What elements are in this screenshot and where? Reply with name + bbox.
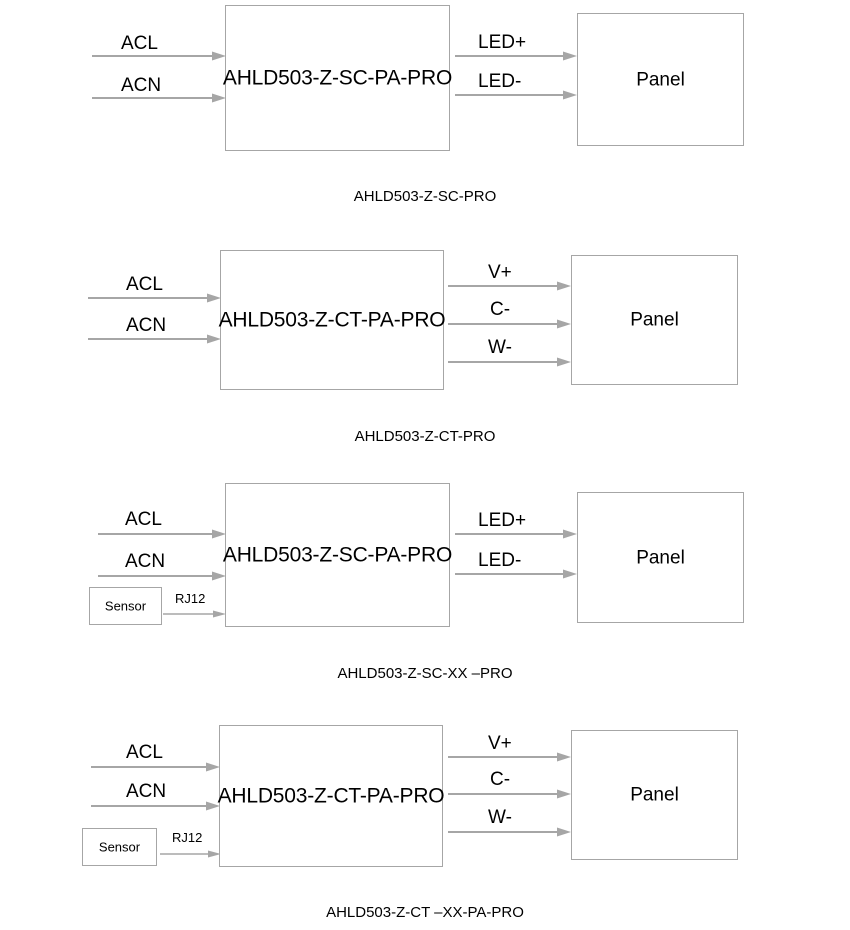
input-label-acl-4: ACL — [126, 742, 163, 763]
output-label-vplus-2: V+ — [488, 262, 512, 283]
output-label-ledplus-3: LED+ — [478, 510, 527, 531]
sensor-box-label-3: Sensor — [104, 598, 147, 614]
output-label-ledminus-1: LED- — [478, 71, 522, 92]
sensor-link-arrow-4 — [160, 848, 222, 860]
panel-box-label-1: Panel — [636, 69, 685, 90]
input-label-acn-1: ACN — [121, 75, 162, 96]
driver-box-3: AHLD503-Z-SC-PA-PRO — [222, 483, 453, 627]
driver-box-2: AHLD503-Z-CT-PA-PRO — [218, 250, 446, 390]
sensor-link-label-3: RJ12 — [175, 591, 206, 606]
output-label-cminus-4: C- — [490, 769, 511, 790]
output-label-wminus-4: W- — [488, 807, 512, 828]
panel-box-label-2: Panel — [630, 309, 679, 331]
diagram-caption-3: AHLD503-Z-SC-XX –PRO — [337, 665, 513, 682]
diagram-caption-2: AHLD503-Z-CT-PRO — [354, 428, 496, 445]
output-label-ledplus-1: LED+ — [478, 32, 527, 53]
input-label-acl-3: ACL — [125, 509, 162, 530]
sensor-link-arrow-3 — [163, 608, 227, 620]
sensor-box-4: Sensor — [82, 828, 157, 866]
panel-box-1: Panel — [577, 13, 744, 146]
input-arrow-acl-3 — [98, 528, 227, 540]
sensor-box-label-4: Sensor — [98, 839, 141, 855]
panel-box-2: Panel — [571, 255, 738, 385]
diagram-1: ACL ACN AHLD503-Z-SC-PA-PRO LED+ — [0, 0, 850, 230]
driver-box-1: AHLD503-Z-SC-PA-PRO — [222, 5, 453, 151]
input-arrow-acl-1 — [92, 50, 227, 62]
diagram-3: ACL ACN Sensor RJ12 — [0, 460, 850, 690]
panel-box-4: Panel — [571, 730, 738, 860]
diagram-4: ACL ACN Sensor RJ12 — [0, 690, 850, 930]
driver-box-4: AHLD503-Z-CT-PA-PRO — [217, 725, 445, 867]
driver-box-label-2: AHLD503-Z-CT-PA-PRO — [218, 308, 446, 332]
driver-box-label-3: AHLD503-Z-SC-PA-PRO — [222, 543, 453, 567]
panel-box-label-4: Panel — [630, 784, 679, 806]
driver-box-label-4: AHLD503-Z-CT-PA-PRO — [217, 784, 445, 808]
output-label-ledminus-3: LED- — [478, 550, 522, 571]
input-label-acn-4: ACN — [126, 781, 167, 802]
diagram-2: ACL ACN AHLD503-Z-CT-PA-PRO V+ — [0, 230, 850, 460]
diagram-caption-4: AHLD503-Z-CT –XX-PA-PRO — [326, 904, 524, 921]
output-label-cminus-2: C- — [490, 299, 511, 320]
driver-box-label-1: AHLD503-Z-SC-PA-PRO — [222, 66, 453, 90]
sensor-box-3: Sensor — [89, 587, 162, 625]
output-arrow-cminus-2 — [448, 318, 572, 330]
input-label-acl-2: ACL — [126, 274, 163, 295]
panel-box-label-3: Panel — [636, 547, 685, 568]
output-arrow-cminus-4 — [448, 788, 572, 800]
panel-box-3: Panel — [577, 492, 744, 623]
input-label-acl-1: ACL — [121, 33, 158, 54]
sensor-link-label-4: RJ12 — [172, 830, 203, 845]
output-label-wminus-2: W- — [488, 337, 512, 358]
input-label-acn-2: ACN — [126, 315, 167, 336]
input-label-acn-3: ACN — [125, 551, 166, 572]
diagram-caption-1: AHLD503-Z-SC-PRO — [353, 188, 497, 205]
output-label-vplus-4: V+ — [488, 733, 512, 754]
